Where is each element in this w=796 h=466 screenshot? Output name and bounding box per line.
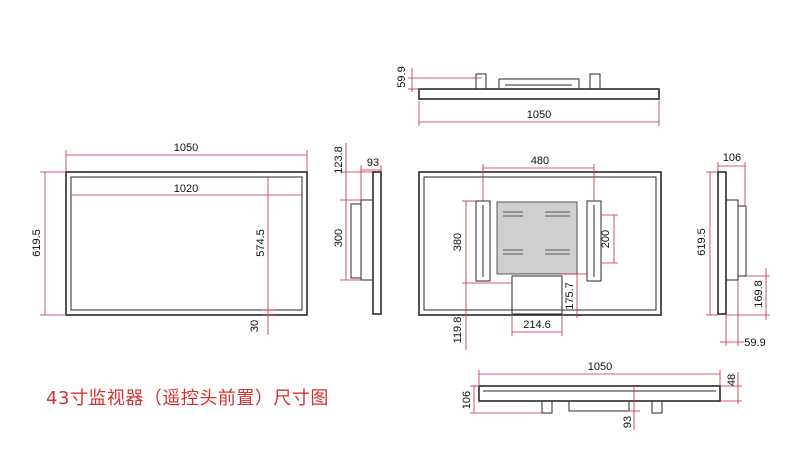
side-left-depth-label: 93 <box>367 157 379 169</box>
side-right-box <box>737 205 747 277</box>
rear-control-box <box>511 275 563 315</box>
bottom-view: 1050 106 48 93 <box>461 361 742 430</box>
rear-vesa-height-label: 380 <box>452 233 464 251</box>
side-right-body <box>717 171 727 315</box>
rear-box-width-label: 214.6 <box>523 319 551 331</box>
front-view-screen-width-label: 1020 <box>174 183 198 195</box>
rear-bottom-offset-label: 119.8 <box>452 317 464 344</box>
front-view-frame <box>65 171 308 316</box>
front-view: 1050 1020 619.5 574.5 30 <box>31 142 308 335</box>
bottom-view-box <box>568 400 630 412</box>
bottom-view-bracket-left <box>541 400 553 414</box>
top-view-height-label: 59.9 <box>396 66 408 87</box>
rear-box-offset-label: 175.7 <box>564 282 576 310</box>
top-view-bracket-left <box>475 73 487 90</box>
side-left-body <box>372 171 382 315</box>
side-right-box-label: 169.8 <box>753 280 765 308</box>
side-right-height-label: 619.5 <box>696 228 708 256</box>
top-view-bracket-right <box>589 73 601 90</box>
front-view-width-label: 1050 <box>174 142 198 154</box>
side-view-left: 93 123.8 300 <box>333 143 382 315</box>
side-right-depth-label: 106 <box>723 152 741 164</box>
front-view-screen-height-label: 574.5 <box>255 229 267 257</box>
top-view-body <box>418 88 660 100</box>
bottom-view-depth-left-label: 106 <box>461 391 473 409</box>
front-view-height-label: 619.5 <box>31 229 43 257</box>
rear-vesa-width-label: 480 <box>531 155 549 167</box>
front-view-bezel-label: 30 <box>249 320 261 332</box>
rear-hole-spacing-label: 200 <box>600 230 612 248</box>
drawing-title: 43寸监视器（遥控头前置）尺寸图 <box>46 388 329 409</box>
bottom-view-body <box>478 385 721 402</box>
side-left-top-offset-label: 123.8 <box>333 146 345 174</box>
rear-view-inner <box>423 176 657 311</box>
side-left-box <box>350 203 362 279</box>
top-view-width-label: 1050 <box>527 109 551 121</box>
rear-view: 480 380 119.8 200 175.7 214.6 <box>418 155 662 350</box>
front-view-screen <box>70 176 303 311</box>
bottom-view-depth-right-label: 48 <box>726 374 738 386</box>
bottom-view-width-label: 1050 <box>588 361 612 373</box>
side-view-right: 106 619.5 169.8 59.9 <box>696 152 770 349</box>
side-left-bracket <box>360 199 374 281</box>
top-view-box <box>498 78 580 90</box>
bottom-view-box-depth-label: 93 <box>622 416 634 428</box>
top-view: 1050 59.9 <box>396 66 660 126</box>
side-left-bracket-label: 300 <box>333 229 345 247</box>
bottom-view-bracket-right <box>651 400 663 414</box>
rear-center-panel <box>496 201 578 275</box>
side-right-box-depth-label: 59.9 <box>744 337 765 349</box>
side-right-bracket <box>725 199 739 281</box>
rear-view-frame <box>418 171 662 316</box>
